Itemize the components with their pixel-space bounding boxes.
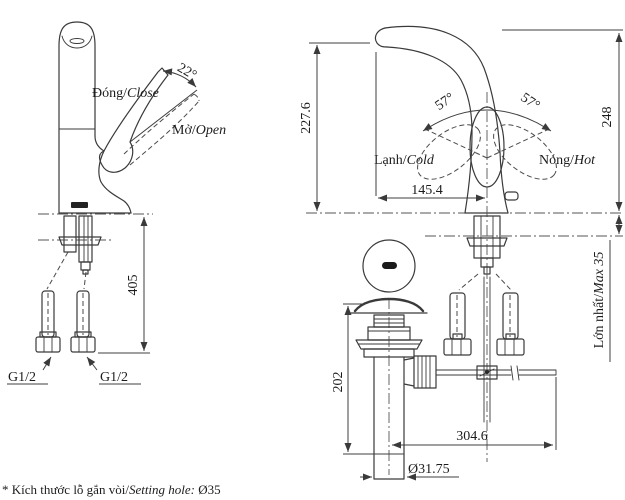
hose-leader-dashed-right [83, 271, 87, 290]
close-label: Đóng/Close [92, 86, 159, 101]
cold-label-en: Cold [407, 153, 435, 168]
hot-label: Nóng/Hot [539, 153, 596, 168]
dim-value-spout-reach: 145.4 [411, 183, 443, 198]
linkage-rod [435, 369, 557, 376]
stud-thread-lines [83, 215, 89, 263]
swivel-angle-arc [422, 109, 552, 132]
handle-swivel-right-dashed [493, 124, 557, 180]
hose-nut-facets [78, 336, 88, 353]
drain-collar [363, 348, 415, 358]
right-front-view: 57° 57° Lạnh/Cold Nóng/Hot 227.6 248 145… [299, 25, 623, 481]
hose-nut-facets [43, 336, 53, 353]
shank-thread-lines [480, 215, 494, 259]
handle-open-dashed-tip [193, 93, 200, 102]
clevis-screw [484, 369, 490, 375]
dim-value-rod-reach: 304.6 [456, 429, 488, 444]
swivel-angle-left-value: 57° [433, 90, 458, 113]
spout-tip [374, 27, 388, 48]
dim-value-hose-drop: 405 [126, 275, 141, 296]
mounting-plate [466, 237, 508, 247]
left-side-view: G1/2 G1/2 405 Đóng/Close Mở/Open 22° [7, 21, 226, 385]
mounting-plate [58, 236, 102, 246]
note-vi: * Kích thước lỗ gắn vòi/ [2, 482, 129, 497]
hose-nut [496, 338, 525, 356]
swivel-radial-dashes [424, 128, 550, 159]
hose-nut-facets [451, 338, 462, 356]
drain-cap-dome [353, 297, 425, 313]
dim-value-drain-height: 202 [331, 372, 346, 393]
handle-open-dashed-top [123, 93, 195, 155]
deck-thickness-en: Max 35 [592, 252, 607, 295]
handle-angle-value: 22° [175, 61, 199, 84]
cold-label: Lạnh/Cold [374, 153, 435, 168]
note-value: Ø35 [198, 482, 220, 497]
mounting-shank [63, 215, 77, 253]
drain-assembly [350, 239, 437, 480]
hose-leader-dashed-right [495, 273, 512, 291]
hose-nut [443, 338, 472, 356]
drain-tailpipe [373, 356, 405, 480]
outlet-connector-ridges [417, 355, 431, 389]
thread-label-left: G1/2 [8, 370, 36, 385]
close-label-en: Close [127, 86, 159, 101]
dim-value-spout-height: 227.6 [299, 102, 314, 134]
outlet-connector [413, 355, 437, 389]
spout-inner-curve [386, 46, 473, 214]
rod-break-marks [510, 365, 520, 381]
handle-open-dashed-bottom [129, 100, 200, 166]
supply-hoses-left-view [35, 290, 96, 353]
swivel-angle-right-value: 57° [518, 90, 543, 113]
cold-label-vi: Lạnh/ [374, 153, 407, 168]
handle-open-ray [129, 89, 198, 143]
drain-plug-slot [382, 262, 397, 269]
dim-value-drain-diameter: Ø31.75 [408, 462, 450, 477]
supply-hoses-right-view [443, 292, 525, 356]
thread-leader-left [42, 356, 52, 371]
stud-nut [80, 261, 91, 271]
deck-thickness-vi: Lớn nhất/ [592, 294, 607, 349]
faucet-body-outline [58, 21, 96, 214]
drain-plug-top-view [362, 239, 416, 293]
hose-nut [70, 336, 96, 353]
deck-thickness-label: Lớn nhất/Max 35 [592, 252, 607, 349]
hose-leader-dashed-left [458, 273, 479, 291]
open-label-en: Open [196, 123, 226, 138]
open-label: Mở/Open [172, 123, 226, 138]
brand-logo-mark [71, 202, 88, 208]
hot-label-vi: Nóng/ [539, 153, 574, 168]
dim-value-total-height: 248 [600, 107, 615, 128]
handle-swivel-left-dashed [417, 124, 481, 180]
handle-angle-arc [162, 68, 197, 88]
thread-leader-right [86, 356, 98, 371]
hose-leader-dashed-left [46, 251, 69, 290]
popup-lever-knob [504, 191, 519, 201]
hot-label-en: Hot [573, 153, 596, 168]
mounting-hardware-left-view [46, 215, 102, 290]
spout-outlet-ellipse [69, 38, 85, 44]
hose-nut-facets [504, 338, 515, 356]
spout-cap-inner-curve [61, 35, 93, 49]
drain-outlet-neck [403, 357, 415, 387]
spout-outer-curve [384, 25, 509, 214]
rod-clevis [476, 365, 498, 380]
thread-label-right: G1/2 [100, 370, 128, 385]
note-en: Setting hole: [129, 482, 198, 497]
faucet-base-outline [94, 135, 132, 214]
drain-flange [355, 339, 423, 350]
close-label-vi: Đóng/ [92, 86, 127, 101]
drain-neck-bands [373, 318, 405, 324]
popup-rod [483, 276, 491, 423]
mounting-hardware-right-view [458, 215, 512, 291]
open-label-vi: Mở/ [172, 123, 196, 138]
setting-hole-note: * Kích thước lỗ gắn vòi/Setting hole: Ø3… [2, 482, 221, 497]
hose-nut [35, 336, 61, 353]
mounting-stud [78, 215, 93, 263]
